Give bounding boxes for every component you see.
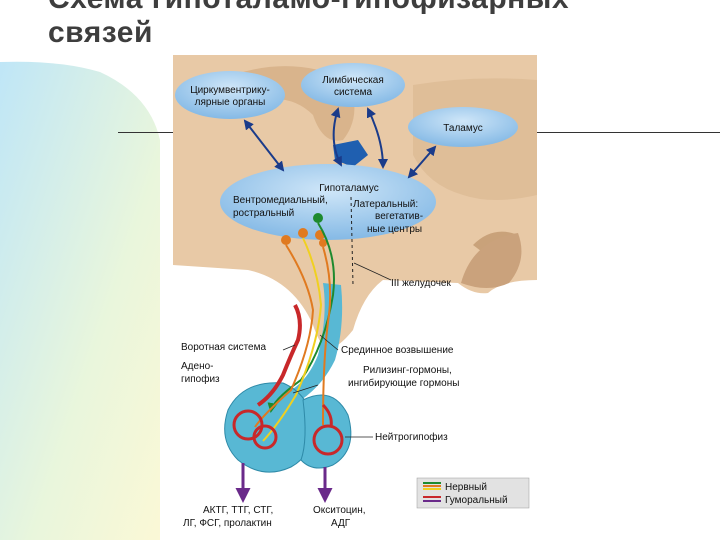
neurohypophysis-label: Нейтрогипофиз [375, 431, 448, 443]
neuron-orange-2 [298, 228, 308, 238]
limbic-bubble [301, 63, 405, 107]
circumventricular-bubble [175, 71, 285, 119]
releasing-hormones-label-2: ингибирующие гормоны [348, 377, 459, 389]
median-eminence-label: Срединное возвышение [341, 345, 454, 356]
portal-system-label: Воротная система [181, 342, 266, 353]
anterior-hormones-label-1: АКТГ, ТТГ, СТГ, [203, 505, 273, 516]
adenohypophysis-label-1: Адено- [181, 361, 213, 372]
nerve-fiber-orange-1 [254, 244, 315, 428]
neuron-orange-4 [319, 239, 327, 247]
lateral-label-2: вегетатив- [375, 211, 423, 222]
capillary-loop-posterior [312, 424, 344, 456]
circumventricular-label-2: лярные органы [195, 97, 266, 108]
limbic-label-1: Лимбическая [322, 74, 384, 86]
releasing-hormones-label-1: Рилизинг-гормоны, [363, 365, 452, 376]
legend-humoral-label: Гуморальный [445, 495, 508, 506]
posterior-hormones-label-2: АДГ [331, 518, 351, 529]
neuron-orange-1 [281, 235, 291, 245]
leader-third-ventricle [353, 262, 392, 281]
lateral-label-1: Латеральный: [353, 199, 418, 210]
third-ventricle-label: III желудочек [391, 278, 451, 289]
legend: Нервный Гуморальный [416, 477, 530, 509]
anterior-hormones-label-2: ЛГ, ФСГ, пролактин [183, 518, 272, 529]
arrow-circumventricular-hypothalamus [243, 119, 285, 172]
portal-vessel [256, 304, 302, 407]
thalamus-bubble [408, 107, 518, 147]
hypothalamic-pituitary-diagram: Циркумвентрику- лярные органы Лимбическа… [173, 55, 537, 540]
lateral-label-3: ные центры [367, 224, 422, 235]
limbic-label-2: система [334, 87, 372, 98]
slide-title-line-2: связей [48, 16, 153, 49]
arrow-limbic-hypothalamus-right [366, 107, 388, 169]
leader-portal-system [282, 344, 296, 351]
hypothalamus-bubble [220, 164, 436, 240]
vessel-posterior-in [321, 403, 333, 428]
title-rule-right [534, 132, 720, 133]
arrow-thalamus-hypothalamus [407, 145, 437, 179]
neuron-green [313, 213, 323, 223]
nerve-fiber-yellow [262, 237, 323, 442]
slide-title: Схема гипоталамо-гипофизарных связей [48, 0, 569, 50]
legend-nervous-label: Нервный [445, 482, 487, 493]
hypothalamus-label: Гипоталамус [319, 183, 379, 194]
ventromedial-label-1: Вентромедиальный, [233, 195, 328, 206]
leader-releasing-hormones [292, 384, 319, 394]
adenohypophysis-label-2: гипофиз [181, 373, 220, 385]
slide-title-line-1: Схема гипоталамо-гипофизарных [48, 0, 569, 15]
third-ventricle-edge [461, 233, 522, 288]
ventromedial-label-2: ростральный [233, 208, 294, 219]
thalamus-label: Таламус [443, 123, 483, 134]
leader-median-eminence [319, 334, 339, 351]
capillary-loop-anterior-2 [252, 424, 278, 450]
posterior-hormones-label-1: Окситоцин, [313, 505, 366, 516]
hypothalamus-divider [350, 196, 354, 286]
nerve-fiber-orange-2 [322, 246, 332, 426]
title-rule-left [118, 132, 176, 133]
arrow-limbic-hypothalamus-left [330, 107, 342, 167]
circumventricular-label-1: Циркумвентрику- [190, 85, 270, 96]
